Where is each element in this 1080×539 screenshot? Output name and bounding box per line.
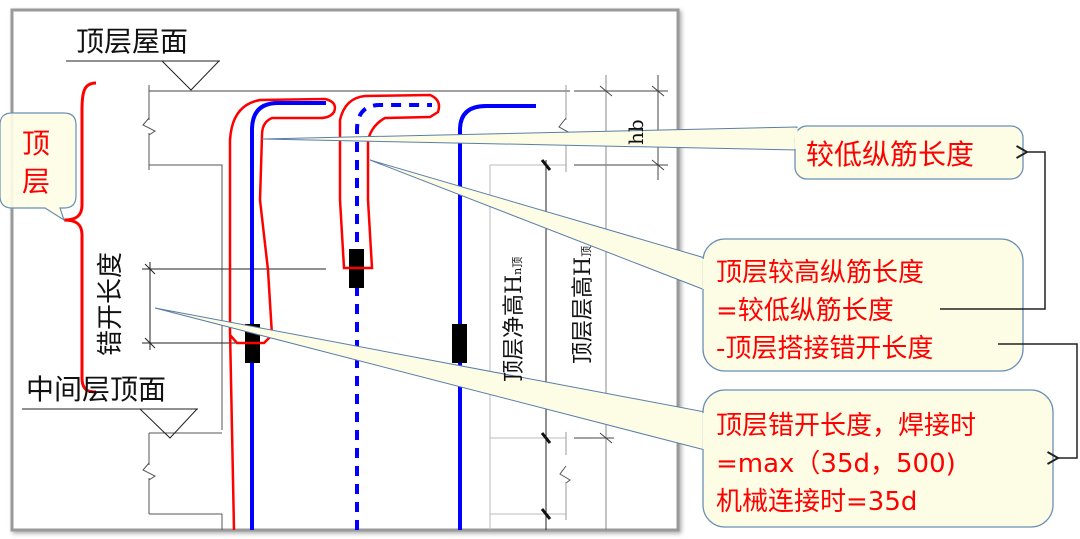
callout-higher-bar-line-2: =较低纵筋长度 [716,296,894,326]
callout-lower-bar-text: 较低纵筋长度 [806,138,975,171]
beam-height-label: hb [624,119,648,145]
top-clear-height-label: 顶层净高Hn顶 [496,257,528,382]
drawing-frame [10,8,680,532]
arrow-to-stagger [998,343,1078,465]
callout-higher-bar-line-3: -顶层搭接错开长度 [716,334,934,364]
rebar-left [250,101,326,530]
arrow-to-lower-bar [940,145,1046,310]
callout-stagger-line-1: 顶层错开长度，焊接时 [716,411,977,441]
stagger-dimension [142,262,326,350]
callout-box-higher-bar [702,238,1024,372]
highlight-lower-bar [228,97,337,531]
top-floor-height-text: 顶层层高H [571,256,596,364]
top-clear-height-text: 顶层净高H [502,274,527,382]
middle-floor-top-label: 中间层顶面 [26,373,167,406]
roof-level-label: 顶层屋面 [76,25,189,58]
rebar-right [458,104,536,530]
top-floor-height-label: 顶层层高H顶 [565,246,597,364]
callout-stagger-line-3: 机械连接时=35d [716,487,918,517]
splice-connector-right [452,324,467,363]
top-floor-bubble [0,112,77,222]
top-clear-height-subscript: n顶 [511,256,524,275]
middle-floor-level-marker [22,408,198,439]
stagger-length-label: 错开长度 [90,252,127,356]
top-floor-height-subscript: 顶 [580,245,593,257]
callout-higher-bar-line-1: 顶层较高纵筋长度 [716,258,925,288]
rebar-middle-dashed [355,103,432,530]
highlight-higher-bar [338,93,441,270]
column-outline [142,85,223,530]
top-floor-bubble-char-2: 层 [22,165,51,198]
top-floor-bubble-char-1: 顶 [22,127,51,160]
callout-stagger-line-2: =max（35d，500) [716,449,956,479]
roof-level-marker [66,60,220,91]
stagger-length-text: 错开长度 [96,251,126,356]
